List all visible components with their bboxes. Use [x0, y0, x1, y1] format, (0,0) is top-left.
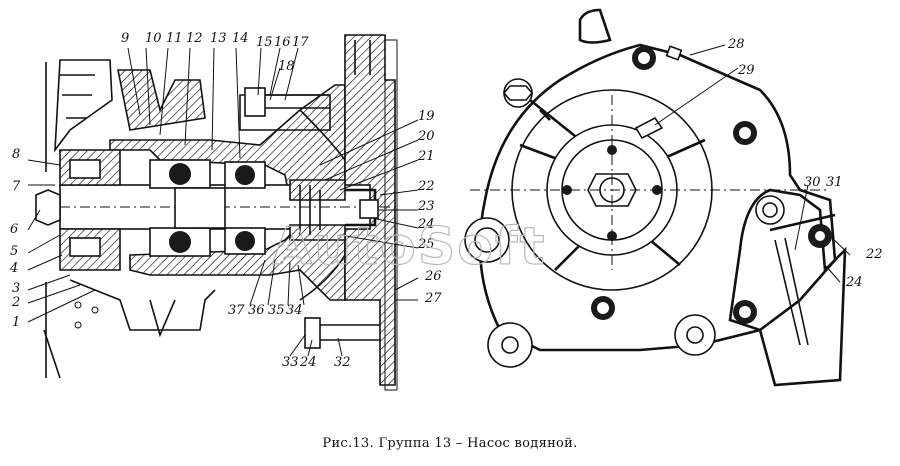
svg-text:13: 13	[210, 31, 227, 46]
svg-text:18: 18	[278, 59, 295, 74]
svg-text:25: 25	[417, 237, 435, 252]
svg-text:36: 36	[248, 303, 265, 318]
svg-text:16: 16	[274, 35, 291, 50]
svg-text:24: 24	[417, 217, 435, 232]
svg-text:4: 4	[9, 261, 18, 276]
watermark: AutoSoft	[272, 217, 547, 277]
svg-text:9: 9	[121, 31, 129, 46]
svg-text:2: 2	[11, 295, 20, 310]
pump-front-view: 28 29 30 31 22 24	[464, 8, 883, 387]
svg-text:32: 32	[334, 355, 351, 370]
svg-text:1: 1	[12, 315, 20, 330]
svg-text:11: 11	[166, 31, 183, 46]
svg-text:19: 19	[418, 109, 435, 124]
svg-text:21: 21	[417, 149, 435, 164]
svg-text:37: 37	[228, 303, 245, 318]
svg-text:33: 33	[282, 355, 299, 370]
svg-text:8: 8	[12, 147, 20, 162]
svg-text:29: 29	[737, 63, 755, 78]
svg-text:26: 26	[424, 269, 442, 284]
svg-text:12: 12	[186, 31, 203, 46]
svg-text:30: 30	[804, 175, 821, 190]
svg-text:31: 31	[826, 175, 843, 190]
svg-text:17: 17	[292, 35, 309, 50]
svg-text:10: 10	[145, 31, 162, 46]
pump-section-view: 9 10 11 12 13 14 15 16 17 18 19 20 21 22…	[9, 31, 442, 391]
svg-text:3: 3	[12, 281, 20, 296]
svg-text:7: 7	[12, 179, 21, 194]
svg-text:35: 35	[268, 303, 285, 318]
svg-text:23: 23	[417, 199, 435, 214]
figure-caption: Рис.13. Группа 13 – Насос водяной.	[322, 436, 578, 451]
svg-text:22: 22	[865, 247, 883, 262]
svg-text:34: 34	[286, 303, 303, 318]
svg-text:24: 24	[299, 355, 317, 370]
svg-text:14: 14	[232, 31, 249, 46]
svg-text:28: 28	[727, 37, 745, 52]
svg-text:27: 27	[424, 291, 442, 306]
svg-text:22: 22	[417, 179, 435, 194]
svg-text:15: 15	[256, 35, 273, 50]
svg-text:24: 24	[845, 275, 863, 290]
svg-text:20: 20	[417, 129, 435, 144]
svg-text:5: 5	[10, 244, 18, 259]
svg-text:6: 6	[10, 222, 18, 237]
